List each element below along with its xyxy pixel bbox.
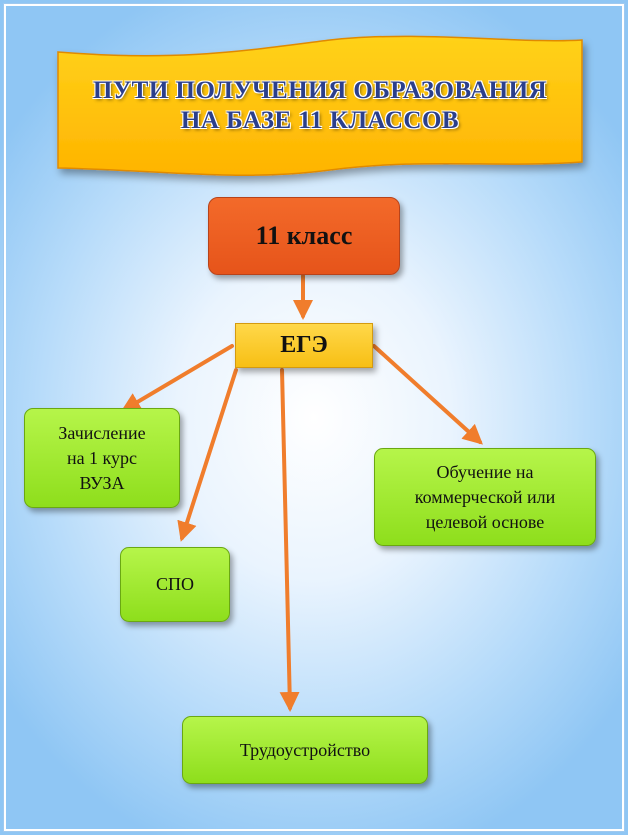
node-obuch-line-2: коммерческой или (414, 486, 556, 507)
node-vuz-enrollment: Зачисление на 1 курс ВУЗА (24, 408, 180, 508)
node-11-class-label: 11 класс (255, 221, 353, 250)
node-ege-label: ЕГЭ (280, 332, 328, 358)
title-line-2: НА БАЗЕ 11 КЛАССОВ (180, 107, 460, 134)
arrow-ege-to-spo (177, 368, 238, 542)
arrow-ege-to-obuchenie (372, 344, 483, 445)
node-11-class: 11 класс (208, 197, 400, 275)
node-vuz-line-2: на 1 курс (66, 447, 138, 468)
arrow-ege-to-vuz (120, 344, 234, 413)
node-vuz-line-1: Зачисление (58, 422, 146, 443)
node-vuz-line-3: ВУЗА (79, 472, 125, 493)
node-employment-label: Трудоустройство (239, 739, 371, 760)
arrow-ege-to-trud (279, 368, 300, 712)
node-paid-or-targeted-study: Обучение на коммерческой или целевой осн… (374, 448, 596, 546)
node-spo: СПО (120, 547, 230, 622)
node-obuch-line-3: целевой основе (425, 511, 545, 532)
node-spo-label: СПО (155, 574, 194, 594)
page-title: ПУТИ ПОЛУЧЕНИЯ ОБРАЗОВАНИЯ НА БАЗЕ 11 КЛ… (60, 76, 580, 136)
node-employment: Трудоустройство (182, 716, 428, 784)
node-obuch-line-1: Обучение на (436, 461, 534, 482)
node-ege: ЕГЭ (235, 323, 373, 368)
title-line-1: ПУТИ ПОЛУЧЕНИЯ ОБРАЗОВАНИЯ (92, 77, 548, 104)
